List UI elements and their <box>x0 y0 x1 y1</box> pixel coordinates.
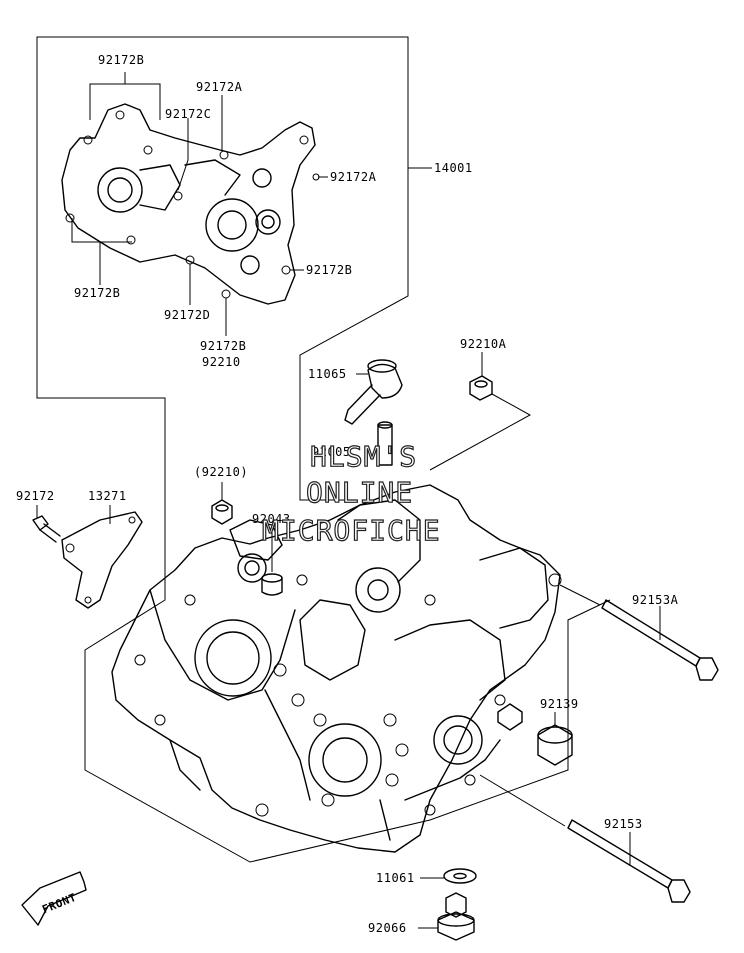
crankcase-body <box>111 484 562 853</box>
label-92043: 92043 <box>252 512 291 526</box>
leader-92172B-left <box>71 218 132 243</box>
part-92066-bolt <box>418 892 475 941</box>
part-92172-bolt <box>32 505 61 543</box>
label-11061: 11061 <box>376 871 415 885</box>
part-92043-dowel <box>261 528 283 596</box>
label-92066: 92066 <box>368 921 407 935</box>
label-92172A-top: 92172A <box>196 80 243 94</box>
label-92172: 92172 <box>16 489 55 503</box>
label-92172B-top: 92172B <box>98 53 144 67</box>
group-bracket-frame <box>36 36 611 863</box>
label-92172B-right: 92172B <box>306 263 352 277</box>
front-arrow: FRONT <box>21 871 87 926</box>
watermark-line3: MICROFICHE <box>262 514 441 547</box>
leader-92172B-top <box>89 83 161 120</box>
label-92210A: 92210A <box>460 337 507 351</box>
label-11065: 11065 <box>308 367 347 381</box>
watermark-line2: ONLINE <box>306 476 413 509</box>
front-arrow-text: FRONT <box>40 891 78 916</box>
label-92172C: 92172C <box>165 107 211 121</box>
label-92210: 92210 <box>202 355 241 369</box>
part-92005-pin <box>377 421 393 466</box>
group-bracket-inner <box>299 168 409 501</box>
part-92210A-nut <box>429 352 532 471</box>
watermark-line1: HLSM'S <box>310 440 417 473</box>
label-92172A-right: 92172A <box>330 170 377 184</box>
label-92153A: 92153A <box>632 593 679 607</box>
label-14001: 14001 <box>434 161 473 175</box>
label-92172D: 92172D <box>164 308 210 322</box>
part-92153A-bolt <box>559 584 719 681</box>
part-92210-nut <box>211 482 233 525</box>
label-92005: 92005 <box>312 445 351 459</box>
label-92153: 92153 <box>604 817 643 831</box>
crankcase-gasket <box>61 103 320 305</box>
part-13271-plate <box>61 505 143 609</box>
part-11061-washer <box>420 868 477 884</box>
label-92172B-bottom: 92172B <box>200 339 246 353</box>
part-92139-collar <box>497 703 573 766</box>
part-11065 <box>344 359 403 425</box>
label-92139: 92139 <box>540 697 579 711</box>
label-13271: 13271 <box>88 489 127 503</box>
label-92172B-left: 92172B <box>74 286 120 300</box>
leader-92172C <box>177 118 189 191</box>
part-92153-bolt <box>479 774 691 903</box>
label-92210-paren: (92210) <box>194 465 248 479</box>
